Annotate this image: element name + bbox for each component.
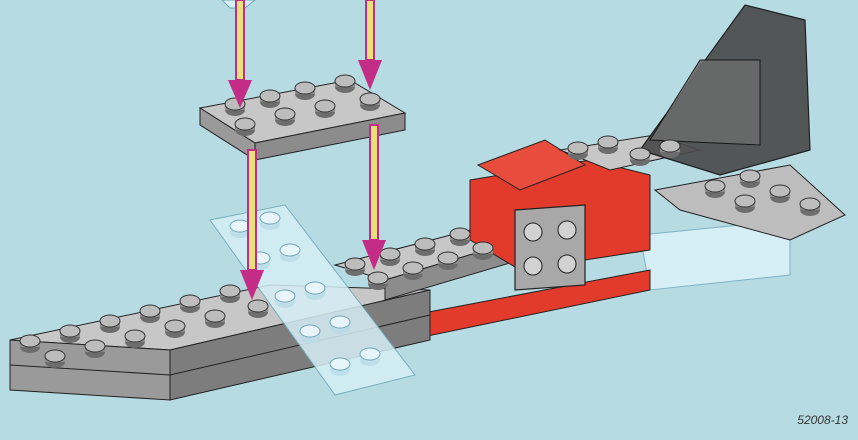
step-id-caption: 52008-13 — [797, 413, 848, 427]
red-cockpit-top — [476, 139, 587, 191]
trans-black-tail-face — [649, 59, 761, 146]
down-arrow-icon — [240, 149, 264, 300]
down-arrow-icon — [362, 124, 386, 270]
down-arrow-icon — [358, 0, 382, 90]
gray-side-brick — [514, 204, 586, 291]
down-arrow-icon — [228, 0, 252, 108]
side-brick-studs — [523, 220, 577, 276]
